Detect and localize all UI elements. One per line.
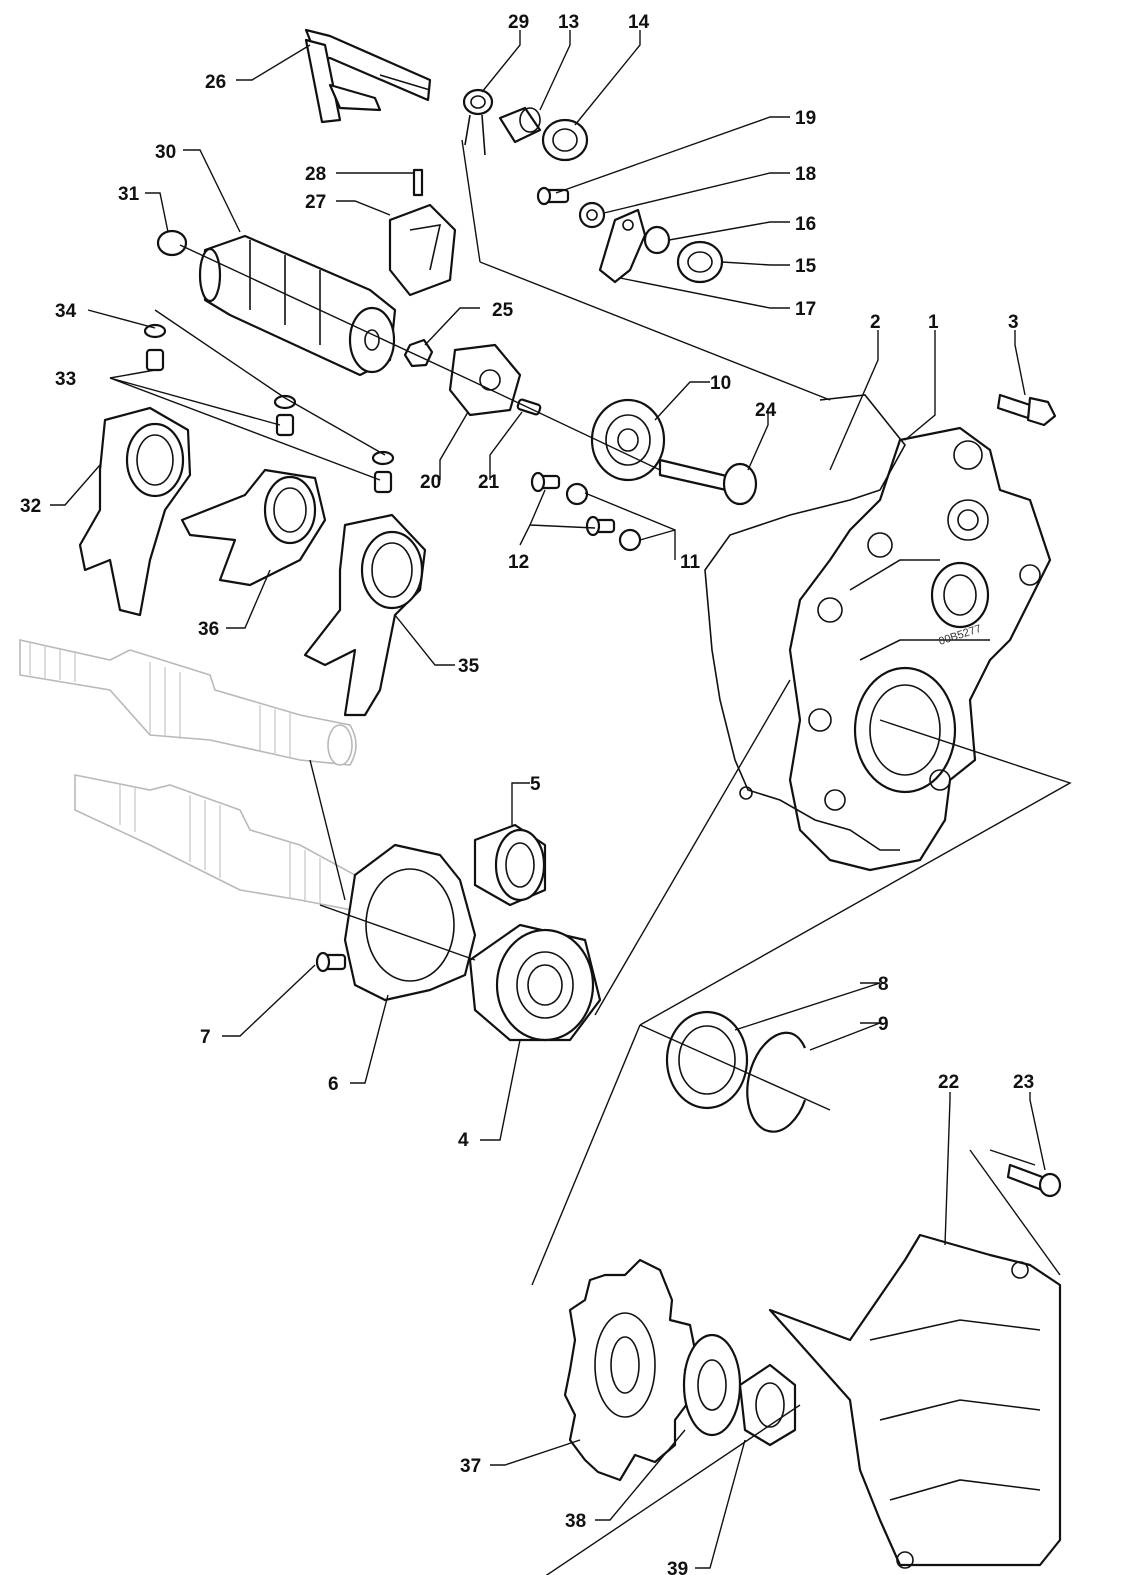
callout-19: 19 (795, 108, 816, 129)
pin-19 (536, 186, 570, 206)
nut-25 (403, 338, 434, 368)
bearing-31 (156, 229, 188, 257)
gear-selector-shaft (304, 28, 432, 124)
callout-25: 25 (492, 300, 514, 321)
callout-20: 20 (420, 472, 441, 493)
callout-3: 3 (1008, 312, 1019, 333)
washer-34-b (273, 394, 297, 410)
callout-24: 24 (755, 400, 777, 421)
callout-29: 29 (508, 12, 529, 33)
callout-33: 33 (55, 369, 76, 390)
callout-12: 12 (508, 552, 529, 573)
callout-39: 39 (667, 1559, 688, 1575)
callout-21: 21 (478, 472, 500, 493)
needle-bearing-5 (473, 823, 547, 907)
callout-34: 34 (55, 301, 77, 322)
callout-37: 37 (460, 1456, 481, 1477)
bolt-3 (996, 393, 1057, 427)
gasket-tab (739, 786, 753, 800)
oil-seal-8 (665, 1010, 749, 1110)
callout-22: 22 (938, 1072, 959, 1093)
callout-9: 9 (878, 1014, 889, 1035)
callout-15: 15 (795, 256, 817, 277)
sprocket-cover (768, 1233, 1062, 1569)
seal-14 (541, 118, 589, 162)
nut-39 (738, 1363, 797, 1447)
callout-35: 35 (458, 656, 480, 677)
callout-32: 32 (20, 496, 41, 517)
pin-24 (658, 458, 758, 506)
assembly-axis-lines (179, 139, 1072, 1575)
screw-12-a (530, 471, 561, 493)
shift-drum (198, 234, 397, 377)
shaft-primary (19, 639, 357, 766)
screw-7 (315, 951, 347, 973)
callout-23: 23 (1013, 1072, 1034, 1093)
shift-fork-32 (78, 406, 192, 617)
casing-gasket (704, 394, 906, 851)
spring-29 (462, 88, 494, 156)
callout-16: 16 (795, 214, 816, 235)
bearing-10 (590, 398, 666, 482)
callout-36: 36 (198, 619, 219, 640)
callout-18: 18 (795, 164, 816, 185)
lever-17 (598, 208, 647, 284)
washer-18 (578, 201, 606, 229)
shift-fork-35 (303, 513, 427, 717)
shift-fork-36 (180, 468, 327, 587)
washer-34-a (143, 323, 167, 339)
callout-labels: 1 2 3 4 5 6 7 8 9 10 11 12 13 14 15 16 1… (20, 12, 1034, 1575)
washer-11-a (565, 482, 589, 506)
washer-16 (643, 225, 671, 255)
callout-38: 38 (565, 1511, 586, 1532)
front-sprocket (563, 1258, 697, 1482)
callout-6: 6 (328, 1074, 339, 1095)
callout-28: 28 (305, 164, 326, 185)
circlip-9 (746, 1031, 807, 1133)
callout-30: 30 (155, 142, 176, 163)
callout-10: 10 (710, 373, 731, 394)
washer-34-c (371, 450, 395, 466)
callout-4: 4 (458, 1130, 469, 1151)
callout-8: 8 (878, 974, 889, 995)
crankcase-cover: 00B5277 (788, 426, 1052, 872)
bolt-23 (1006, 1163, 1062, 1198)
selector-plate-27 (388, 203, 457, 297)
callout-26: 26 (205, 72, 226, 93)
roller-33-b (275, 413, 295, 437)
lock-washer-38 (682, 1333, 742, 1437)
screw-12-b (585, 515, 616, 537)
spring-15 (676, 240, 724, 284)
callout-11: 11 (680, 552, 701, 573)
roller-33-a (145, 348, 165, 372)
callout-14: 14 (628, 12, 650, 33)
callout-13: 13 (558, 12, 579, 33)
roller-33-c (373, 470, 393, 494)
washer-11-b (618, 528, 642, 552)
retainer-plate-6 (343, 843, 477, 1002)
pin-21 (516, 398, 542, 416)
shaft-secondary (74, 774, 359, 911)
callout-17: 17 (795, 299, 816, 320)
bushing-13 (498, 106, 542, 144)
bearing-4 (468, 923, 602, 1042)
callout-1: 1 (928, 312, 939, 333)
callout-leaders (50, 30, 1046, 1569)
callout-27: 27 (305, 192, 326, 213)
callout-2: 2 (870, 312, 881, 333)
callout-5: 5 (530, 774, 541, 795)
callout-31: 31 (118, 184, 140, 205)
callout-7: 7 (200, 1027, 211, 1048)
spring-28 (412, 168, 424, 197)
star-plate-20 (448, 343, 522, 417)
